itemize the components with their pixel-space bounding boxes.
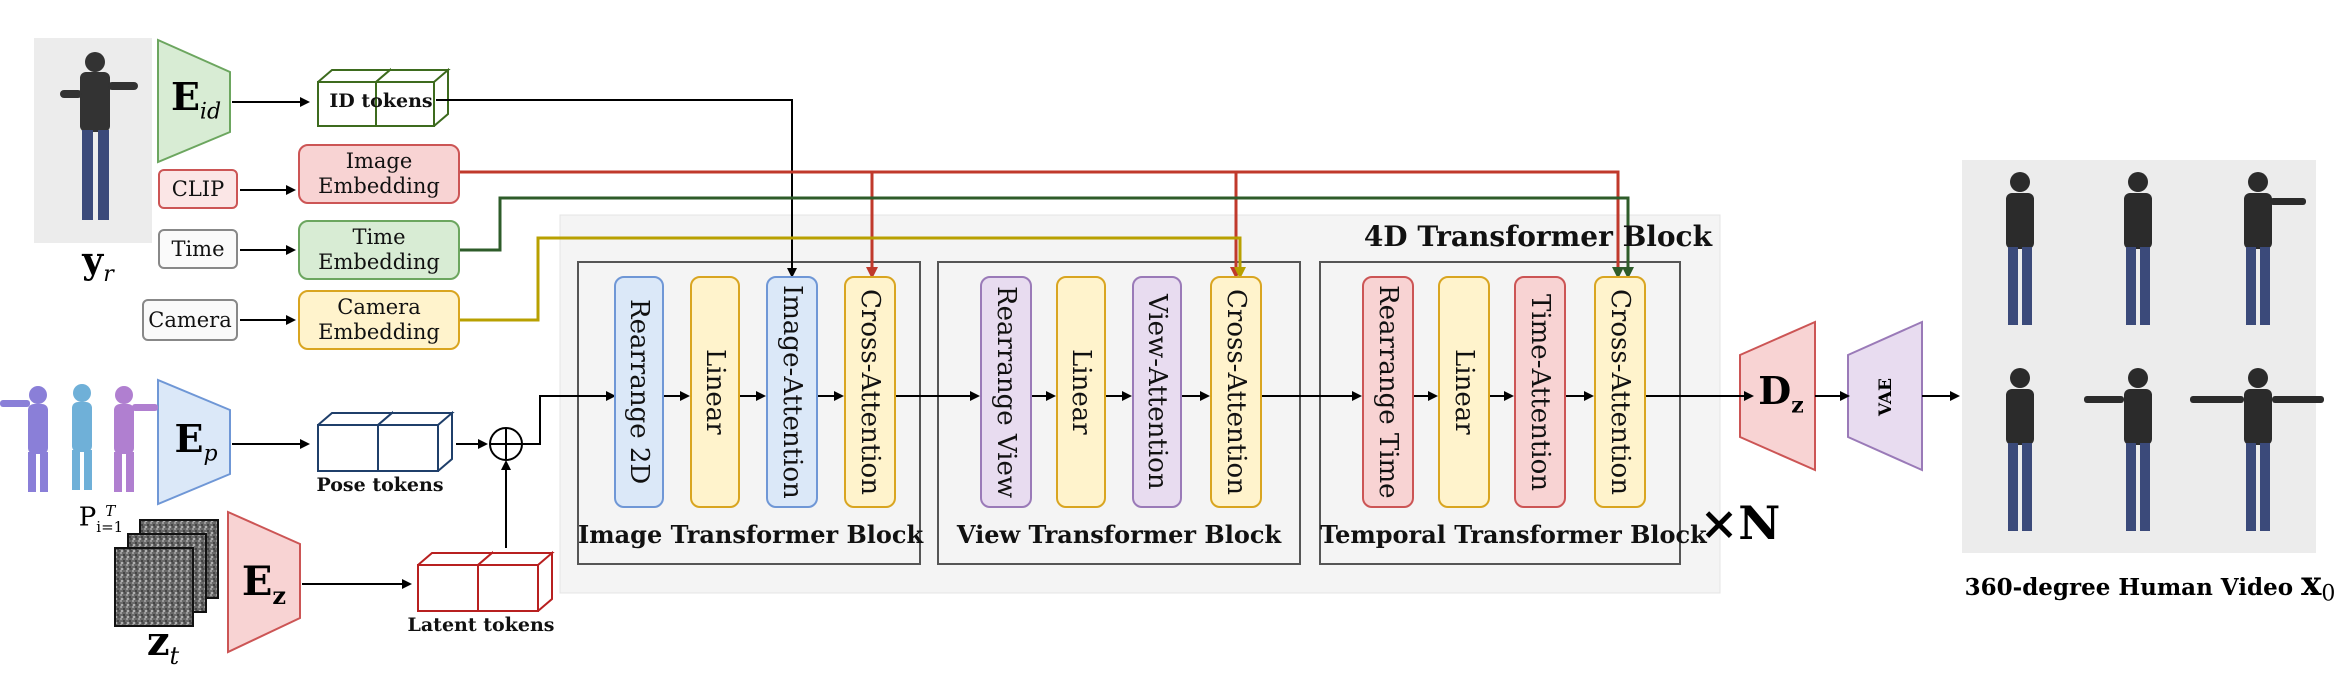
image-block-frame — [577, 261, 921, 565]
decoder-symbol: D — [1758, 368, 1792, 413]
id-encoder-sub: id — [199, 99, 222, 125]
image-layer-linear-text: Linear — [700, 349, 730, 435]
time-embedding-line1: Time — [352, 225, 406, 249]
reference-image-label: yr — [58, 240, 138, 287]
output-sub: 0 — [2321, 581, 2336, 607]
time-layer-rearrange-text: Rearrange Time — [1373, 285, 1403, 499]
id-encoder-symbol: E — [170, 74, 200, 119]
vae-label: VAE — [1866, 352, 1906, 442]
camera-box: Camera — [142, 299, 238, 341]
latent-encoder-sub: z — [272, 581, 287, 610]
view-layer-attention: View-Attention — [1132, 276, 1182, 508]
image-layer-rearrange-text: Rearrange 2D — [624, 299, 654, 485]
view-block-frame — [937, 261, 1301, 565]
image-layer-cross: Cross-Attention — [844, 276, 896, 508]
vae-text: VAE — [1876, 377, 1896, 417]
temporal-block-frame — [1319, 261, 1681, 565]
time-layer-attention-text: Time-Attention — [1525, 293, 1555, 491]
pose-symbol: P — [78, 502, 97, 533]
image-block-title: Image Transformer Block — [578, 520, 924, 549]
image-embedding-line2: Embedding — [318, 174, 440, 198]
pose-encoder-label: Ep — [160, 416, 232, 467]
time-layer-linear-text: Linear — [1449, 349, 1479, 435]
pose-token-cubes — [317, 410, 455, 472]
pose-sub: i=1 — [96, 517, 124, 536]
latent-encoder-symbol: E — [241, 558, 273, 605]
decoder-sub: z — [1791, 392, 1804, 419]
black-arrows — [232, 97, 1960, 589]
image-layer-attention-text: Image-Attention — [777, 285, 807, 499]
pose-sequence-label: Pi=1T — [52, 502, 142, 536]
image-layer-rearrange: Rearrange 2D — [614, 276, 664, 508]
noise-sub: t — [169, 642, 180, 670]
output-person-icons — [2006, 172, 2324, 531]
view-layer-attention-text: View-Attention — [1142, 294, 1172, 490]
latent-token-cubes — [417, 550, 555, 612]
temporal-block-title: Temporal Transformer Block — [1320, 520, 1707, 549]
latent-encoder-shape — [227, 510, 301, 654]
view-layer-rearrange-text: Rearrange View — [991, 285, 1021, 499]
clip-box: CLIP — [158, 169, 238, 209]
latent-tokens-label: Latent tokens — [407, 614, 555, 636]
output-label: 360-degree Human Video — [1964, 574, 2294, 601]
time-box: Time — [158, 229, 238, 269]
output-symbol: x — [2301, 564, 2322, 604]
id-tokens-label: ID tokens — [329, 90, 433, 112]
reference-person-icon — [60, 52, 138, 220]
time-embedding-line2: Embedding — [318, 250, 440, 274]
view-layer-rearrange: Rearrange View — [980, 276, 1032, 508]
noise-stack-icon — [114, 519, 219, 627]
image-layer-cross-text: Cross-Attention — [855, 289, 885, 495]
view-layer-linear-text: Linear — [1066, 349, 1096, 435]
id-encoder-label: Eid — [158, 74, 234, 125]
time-layer-cross: Cross-Attention — [1594, 276, 1646, 508]
noise-symbol: z — [146, 618, 170, 665]
view-block-title: View Transformer Block — [956, 520, 1282, 549]
reference-symbol: y — [82, 240, 104, 282]
id-token-cubes — [317, 67, 451, 127]
camera-embedding-line2: Embedding — [318, 320, 440, 344]
decoder-shape — [1739, 320, 1816, 472]
pose-encoder-symbol: E — [174, 416, 204, 461]
time-layer-linear: Linear — [1438, 276, 1490, 508]
noise-label: zt — [118, 618, 208, 670]
reference-sub: r — [103, 262, 114, 288]
output-caption: 360-degree Human Video x0 — [1960, 564, 2340, 607]
transformer-title: 4D Transformer Block — [1363, 220, 1712, 253]
repeat-label: ×N — [1699, 496, 1781, 550]
id-encoder-shape — [157, 38, 231, 164]
view-layer-linear: Linear — [1056, 276, 1106, 508]
time-embedding-line — [460, 196, 1634, 279]
image-layer-attention: Image-Attention — [766, 276, 818, 508]
vae-shape — [1847, 320, 1923, 472]
time-layer-cross-text: Cross-Attention — [1605, 289, 1635, 495]
latent-encoder-label: Ez — [228, 558, 300, 610]
image-embedding-line1: Image — [345, 149, 413, 173]
pose-figures-icon — [0, 384, 158, 492]
view-layer-cross: Cross-Attention — [1210, 276, 1262, 508]
pose-encoder-sub: p — [203, 441, 218, 467]
view-layer-cross-text: Cross-Attention — [1221, 289, 1251, 495]
decoder-label: Dz — [1748, 368, 1814, 419]
sum-node — [489, 427, 523, 461]
time-layer-attention: Time-Attention — [1514, 276, 1566, 508]
image-embedding-line — [460, 170, 1624, 279]
camera-embedding-line1: Camera — [337, 295, 421, 319]
time-layer-rearrange: Rearrange Time — [1362, 276, 1414, 508]
pose-sup: T — [105, 502, 116, 520]
pose-encoder-shape — [157, 378, 231, 506]
image-layer-linear: Linear — [690, 276, 740, 508]
camera-embedding-line — [460, 236, 1246, 322]
pose-tokens-label: Pose tokens — [316, 474, 444, 496]
